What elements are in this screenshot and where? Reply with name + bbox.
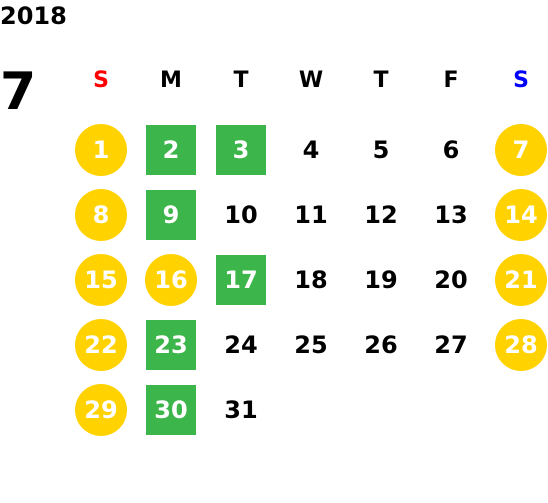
day-cell-9[interactable]: 9 <box>146 190 196 240</box>
day-cell-22[interactable]: 22 <box>75 319 127 371</box>
day-cell-4[interactable]: 4 <box>302 136 320 164</box>
day-cell-30[interactable]: 30 <box>146 385 196 435</box>
weekday-header-4: T <box>373 68 389 93</box>
day-cell-27[interactable]: 27 <box>434 331 468 359</box>
day-cell-16[interactable]: 16 <box>145 254 197 306</box>
day-cell-3[interactable]: 3 <box>216 125 266 175</box>
day-cell-26[interactable]: 26 <box>364 331 398 359</box>
day-cell-31[interactable]: 31 <box>224 396 258 424</box>
day-cell-11[interactable]: 11 <box>294 201 328 229</box>
day-cell-10[interactable]: 10 <box>224 201 258 229</box>
day-cell-29[interactable]: 29 <box>75 384 127 436</box>
weekday-header-3: W <box>298 68 324 93</box>
day-cell-21[interactable]: 21 <box>495 254 547 306</box>
weekday-header-2: T <box>233 68 249 93</box>
day-cell-7[interactable]: 7 <box>495 124 547 176</box>
day-cell-23[interactable]: 23 <box>146 320 196 370</box>
day-cell-15[interactable]: 15 <box>75 254 127 306</box>
day-cell-12[interactable]: 12 <box>364 201 398 229</box>
day-cell-6[interactable]: 6 <box>442 136 460 164</box>
day-cell-2[interactable]: 2 <box>146 125 196 175</box>
day-cell-28[interactable]: 28 <box>495 319 547 371</box>
day-cell-18[interactable]: 18 <box>294 266 328 294</box>
day-cell-14[interactable]: 14 <box>495 189 547 241</box>
day-cell-5[interactable]: 5 <box>372 136 390 164</box>
day-cell-20[interactable]: 20 <box>434 266 468 294</box>
day-cell-1[interactable]: 1 <box>75 124 127 176</box>
day-cell-24[interactable]: 24 <box>224 331 258 359</box>
day-cell-19[interactable]: 19 <box>364 266 398 294</box>
day-cell-13[interactable]: 13 <box>434 201 468 229</box>
month-label: 7 <box>0 62 37 122</box>
day-cell-8[interactable]: 8 <box>75 189 127 241</box>
weekday-header-1: M <box>160 68 182 93</box>
weekday-header-5: F <box>443 68 459 93</box>
year-label: 2018 <box>0 2 67 30</box>
weekday-header-0: S <box>93 68 109 93</box>
day-cell-17[interactable]: 17 <box>216 255 266 305</box>
weekday-header-6: S <box>513 68 529 93</box>
day-cell-25[interactable]: 25 <box>294 331 328 359</box>
